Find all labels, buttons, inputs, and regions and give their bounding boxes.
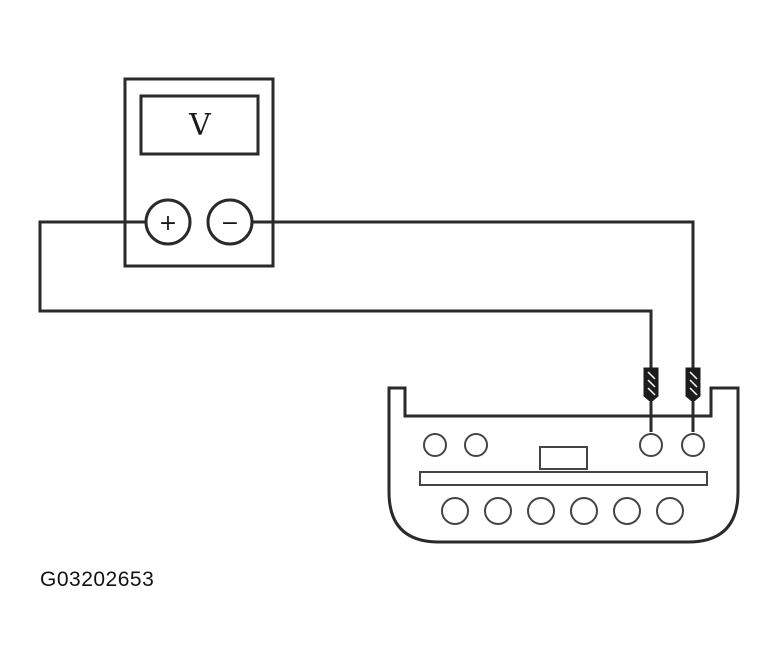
voltmeter-body [123, 77, 275, 268]
connector-pin [656, 497, 684, 525]
connector-pin [527, 497, 555, 525]
voltmeter: V + − [123, 77, 275, 268]
connector-pin [484, 497, 512, 525]
negative-lead-wire [252, 220, 695, 368]
negative-terminal-label: − [221, 211, 239, 236]
connector-latch [539, 446, 588, 470]
connector-pin [570, 497, 598, 525]
positive-lead-wire [38, 220, 653, 368]
figure-code: G03202653 [40, 568, 155, 591]
positive-probe [643, 367, 659, 432]
connector-housing [387, 386, 740, 544]
connector-pin-probed-negative [681, 433, 705, 457]
negative-probe [685, 367, 701, 432]
connector-pin [613, 497, 641, 525]
positive-terminal-label: + [159, 211, 177, 236]
connector-pin [441, 497, 469, 525]
connector [387, 386, 740, 544]
voltmeter-display [139, 94, 260, 156]
voltmeter-display-symbol: V [188, 108, 212, 143]
connector-pin-probed-positive [639, 433, 663, 457]
connector-rib [419, 471, 708, 486]
connector-pin [423, 433, 447, 457]
connector-pin [464, 433, 488, 457]
